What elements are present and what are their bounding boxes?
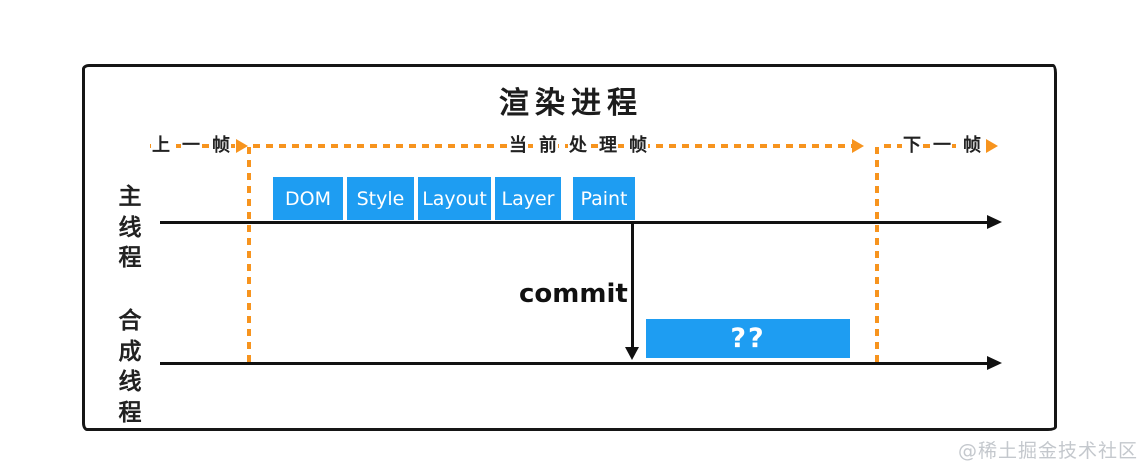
frame-boundary-line-right <box>875 147 879 363</box>
commit-arrowhead-icon <box>625 347 639 360</box>
prev-frame-label: 上一帧 <box>151 135 231 156</box>
next-frame-label: 下一帧 <box>902 135 982 156</box>
watermark: @稀土掘金技术社区 <box>957 440 1138 462</box>
stage-box-style: Style <box>347 177 414 220</box>
commit-label: commit <box>519 279 628 309</box>
compositor-block: ?? <box>646 319 850 358</box>
main-thread-timeline <box>160 221 988 224</box>
commit-arrow-line <box>631 224 634 348</box>
stage-box-layer: Layer <box>495 177 561 220</box>
diagram-border <box>82 64 1057 431</box>
current-frame-label: 当前处理帧 <box>508 135 648 156</box>
compositor-thread-arrowhead-icon <box>987 356 1002 370</box>
stage-box-paint: Paint <box>573 177 635 220</box>
main-thread-label: 主线程 <box>118 184 142 272</box>
stage-box-dom: DOM <box>273 177 343 220</box>
prev-frame-arrowhead-icon <box>236 139 248 153</box>
next-frame-arrowhead-icon <box>986 139 998 153</box>
compositor-thread-timeline <box>160 362 988 365</box>
current-frame-arrowhead-icon <box>852 139 864 153</box>
diagram-title: 渲染进程 <box>499 86 643 121</box>
main-thread-arrowhead-icon <box>987 215 1002 229</box>
compositor-thread-label: 合成线程 <box>118 308 142 426</box>
frame-boundary-line-left <box>247 147 251 363</box>
stage-box-layout: Layout <box>418 177 491 220</box>
